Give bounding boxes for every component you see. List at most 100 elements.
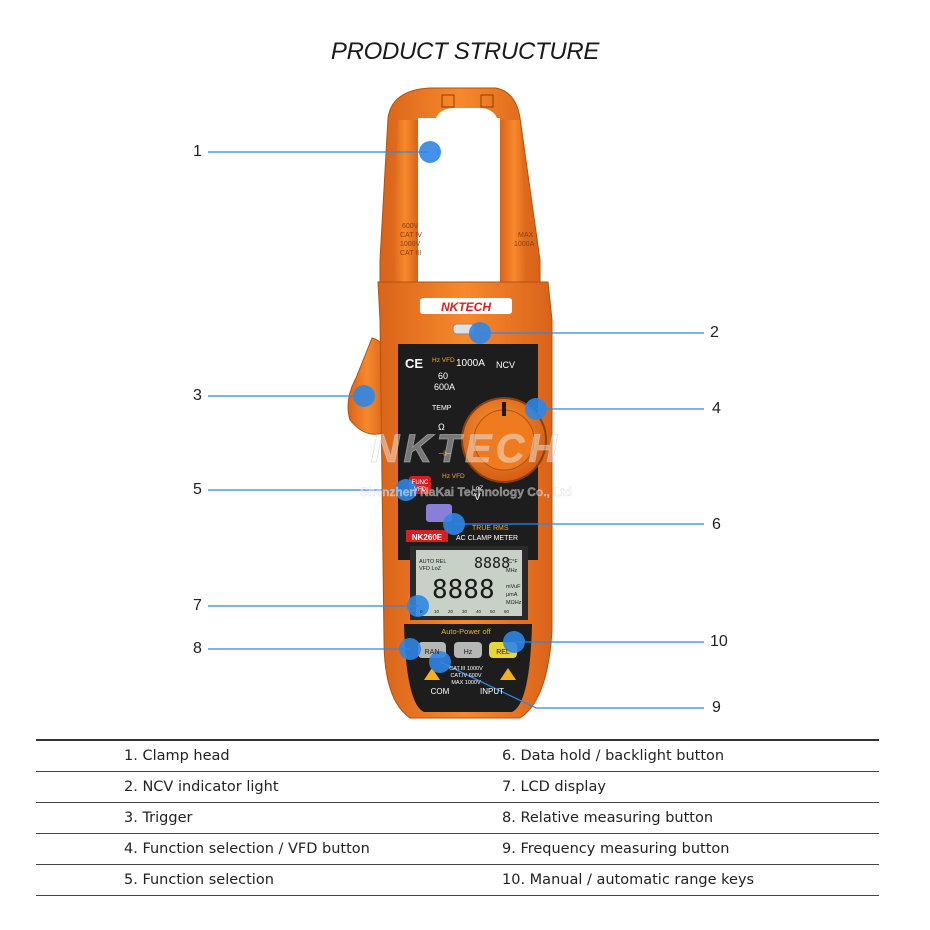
- legend-item: 3. Trigger: [36, 802, 502, 834]
- func-button-label: FUNC: [412, 480, 429, 486]
- jaw-text-left-4: CAT III: [400, 250, 421, 257]
- cat-label-2: CAT.IV 600V: [450, 673, 481, 679]
- legend-row: 2. NCV indicator light 7. LCD display: [36, 771, 879, 803]
- lcd-small-4: MHz: [506, 568, 518, 574]
- callout-dot-10: [503, 631, 525, 653]
- legend-item: 6. Data hold / backlight button: [502, 739, 879, 772]
- lcd-scale-1: 10: [434, 609, 440, 614]
- jaw-mark-left: [441, 94, 455, 108]
- callout-dot-6: [443, 513, 465, 535]
- legend-item: 4. Function selection / VFD button: [36, 833, 502, 865]
- legend-row: 1. Clamp head 6. Data hold / backlight b…: [36, 739, 879, 772]
- dial-label-600a: 600A: [434, 382, 455, 392]
- callout-dots: [353, 141, 547, 673]
- legend-item: 1. Clamp head: [36, 739, 502, 772]
- jaw-text-left-3: 1000V: [400, 241, 421, 248]
- callout-line-9: [439, 661, 704, 709]
- lcd-small-2: VFD LoZ: [419, 566, 442, 572]
- legend-item: 8. Relative measuring button: [502, 802, 879, 834]
- callout-number-10: 10: [710, 633, 728, 650]
- lcd-scale-3: 30: [462, 609, 468, 614]
- brand-plate: [420, 298, 512, 314]
- dial-label-capacitance: ⊣⊢: [438, 449, 452, 458]
- legend-item: 5. Function selection: [36, 864, 502, 896]
- jaw-mark-right: [480, 94, 494, 108]
- lcd-small-1: AUTO REL: [419, 559, 446, 565]
- jaw-text-left-2: CAT IV: [400, 232, 422, 239]
- callout-dot-5: [395, 479, 417, 501]
- dial-label-v: V: [474, 492, 481, 503]
- legend-row: 5. Function selection 10. Manual / autom…: [36, 864, 879, 896]
- dial-label-60: 60: [438, 371, 448, 381]
- legend-table: 1. Clamp head 6. Data hold / backlight b…: [36, 739, 879, 896]
- callout-dot-9: [429, 651, 451, 673]
- lcd-display: [416, 550, 522, 616]
- watermark: NKTECH: [371, 427, 562, 471]
- model-badge: [406, 530, 448, 542]
- true-rms-label: TRUE RMS: [472, 525, 509, 532]
- jaw-text-right-1: MAX: [518, 232, 534, 239]
- callout-number-9: 9: [712, 699, 721, 716]
- lcd-scale-6: 60: [504, 609, 510, 614]
- callout-number-7: 7: [193, 597, 202, 614]
- meter-type-label: AC CLAMP METER: [456, 535, 518, 542]
- lcd-small-5: mVuF: [506, 584, 521, 590]
- callout-dot-8: [399, 638, 421, 660]
- jaw-text-right-2: 1000A: [514, 241, 535, 248]
- callout-number-6: 6: [712, 516, 721, 533]
- lcd-small-6: μmA: [506, 592, 518, 598]
- lcd-small-7: MΩHz: [506, 600, 522, 606]
- callout-lines: [208, 151, 704, 709]
- cat-label-1: CAT.III 1000V: [449, 666, 483, 672]
- hz-button: [454, 642, 482, 658]
- legend-item: 10. Manual / automatic range keys: [502, 864, 879, 896]
- hz-button-label: Hz: [464, 649, 473, 656]
- ran-button-label: RAN: [425, 649, 440, 656]
- page-title: PRODUCT STRUCTURE: [330, 38, 600, 65]
- callout-dot-1: [419, 141, 441, 163]
- auto-power-off-label: Auto-Power off: [441, 627, 491, 636]
- lcd-top-digits: 8888: [474, 554, 510, 572]
- lcd-main-digits: 8888: [432, 575, 495, 605]
- callout-dot-4: [525, 398, 547, 420]
- lcd-scale-4: 40: [476, 609, 482, 614]
- callout-number-3: 3: [193, 387, 202, 404]
- lcd-scale-0: 0: [420, 609, 423, 614]
- dial-label-hz-vfd-2: Hz VFD: [442, 473, 465, 480]
- input-terminal-label: INPUT: [480, 687, 504, 696]
- cat-label-3: MAX 1000V: [451, 680, 481, 686]
- callout-number-8: 8: [193, 640, 202, 657]
- model-label: NK260E: [412, 533, 443, 542]
- lcd-small-3: °C°F: [506, 559, 518, 565]
- dial-label-loz: LoZ: [472, 485, 483, 492]
- brand-logo: NKTECH: [441, 300, 491, 314]
- rel-button-label: REL: [496, 649, 510, 656]
- warning-icon-right: [500, 668, 516, 680]
- watermark-company: Shenzhen NaKai Technology Co., Ltd: [360, 485, 572, 499]
- legend-row: 3. Trigger 8. Relative measuring button: [36, 802, 879, 834]
- callout-dot-3: [353, 385, 375, 407]
- dial-label-ncv: NCV: [496, 360, 515, 370]
- dial-label-1000a: 1000A: [456, 358, 485, 369]
- callout-number-2: 2: [710, 324, 719, 341]
- ce-mark: CE: [405, 356, 423, 371]
- callout-dot-7: [407, 595, 429, 617]
- callout-number-1: 1: [193, 143, 202, 160]
- legend-item: 7. LCD display: [502, 771, 879, 803]
- dial-label-ohm: Ω: [438, 422, 445, 432]
- dial-label-hz-vfd: Hz VFD: [432, 357, 455, 364]
- warning-icon-left: [424, 668, 440, 680]
- legend-row: 4. Function selection / VFD button 9. Fr…: [36, 833, 879, 865]
- callout-dot-2: [469, 322, 491, 344]
- legend-item: 2. NCV indicator light: [36, 771, 502, 803]
- jaw-text-left-1: 600V: [402, 223, 419, 230]
- lcd-scale-5: 50: [490, 609, 496, 614]
- legend-item: 9. Frequency measuring button: [502, 833, 879, 865]
- callout-number-4: 4: [712, 400, 721, 417]
- dial-label-temp: TEMP: [432, 405, 452, 412]
- callout-number-5: 5: [193, 481, 202, 498]
- com-terminal-label: COM: [431, 687, 450, 696]
- vfd-button-label: VFD: [414, 487, 427, 493]
- lcd-scale-2: 20: [448, 609, 454, 614]
